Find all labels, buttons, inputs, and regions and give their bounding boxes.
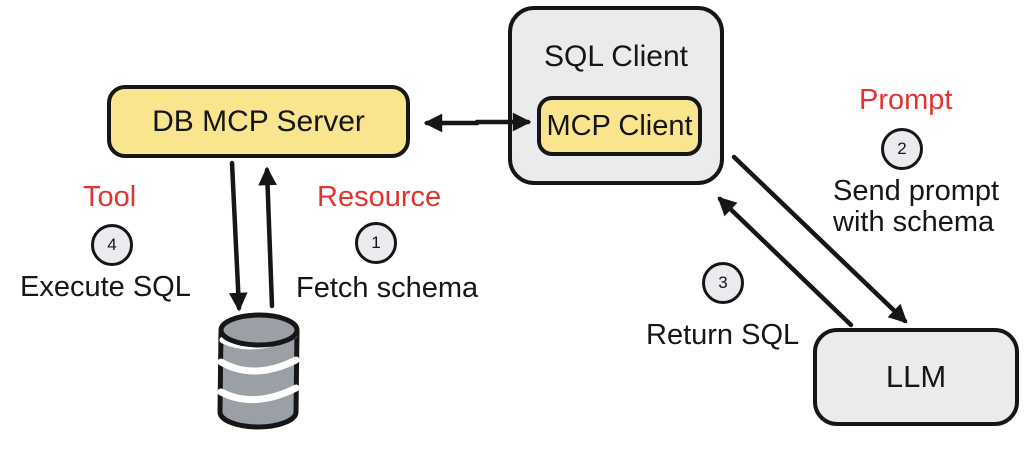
mcp-client-node: MCP Client: [537, 96, 702, 156]
step-2-badge: 2: [881, 128, 923, 170]
arrow-return-sql: [717, 196, 854, 328]
tool-label: Tool: [83, 181, 137, 213]
llm-node: LLM: [813, 328, 1019, 426]
database-icon: [217, 312, 300, 430]
execute-sql-label: Execute SQL: [20, 271, 191, 303]
db-mcp-server-node: DB MCP Server: [107, 85, 410, 158]
db-mcp-server-label: DB MCP Server: [152, 104, 365, 138]
send-prompt-line1: Send prompt: [833, 175, 1000, 207]
arrow-execute-sql: [228, 160, 248, 312]
mcp-client-label: MCP Client: [546, 109, 693, 142]
send-prompt-line2: with schema: [833, 206, 995, 238]
step-4-badge: 4: [91, 224, 133, 266]
llm-label: LLM: [885, 359, 947, 394]
send-prompt-label: Send prompt with schema: [833, 176, 999, 238]
step-1-badge: 1: [355, 222, 397, 264]
resource-label: Resource: [317, 181, 442, 213]
fetch-schema-label: Fetch schema: [296, 272, 479, 304]
return-sql-label: Return SQL: [646, 319, 800, 351]
sql-client-node: SQL Client MCP Client: [508, 6, 724, 185]
sql-client-label: SQL Client: [544, 40, 688, 73]
step-3-badge: 3: [702, 262, 744, 304]
arrow-fetch-schema: [258, 166, 277, 309]
prompt-label: Prompt: [859, 84, 953, 116]
